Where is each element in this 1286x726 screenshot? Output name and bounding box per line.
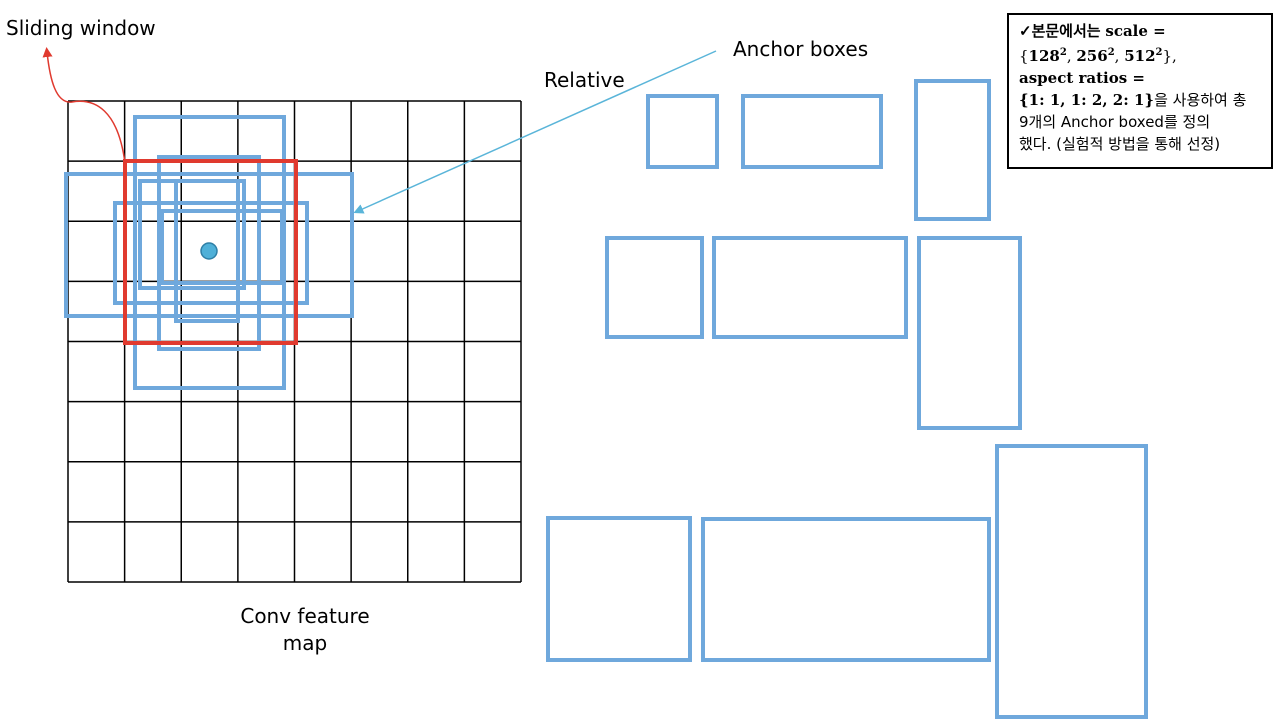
anchor-medium-2to1 [712, 236, 908, 339]
relative-label: Relative [544, 68, 625, 92]
sliding-window-label: Sliding window [6, 16, 156, 40]
note-scale-word: scale = [1105, 22, 1166, 40]
anchor-box-small-tall [174, 179, 240, 323]
anchor-box-large-wide [64, 172, 354, 318]
conv-label-line2: map [282, 631, 328, 655]
note-exp-2: 2 [1107, 47, 1115, 58]
anchor-box-medium-wide [113, 201, 309, 305]
sliding-window-arrow [42, 47, 126, 164]
anchor-small-2to1 [741, 94, 883, 169]
anchor-medium-1to2 [917, 236, 1022, 430]
anchor-box-medium-square [157, 155, 261, 351]
note-line-4: {1: 1, 1: 2, 2: 1}을 사용하여 총 [1019, 89, 1261, 111]
anchor-medium-1to1 [605, 236, 704, 339]
conv-label-line1: Conv feature [240, 604, 370, 628]
note-box: ✓본문에서는 scale = {1282, 2562, 5122}, aspec… [1007, 13, 1273, 169]
note-line-1: ✓본문에서는 scale = [1019, 20, 1261, 42]
anchor-box-small-square [138, 179, 246, 290]
checkmark-icon: ✓ [1019, 22, 1032, 40]
note-exp-1: 2 [1059, 47, 1067, 58]
note-line-5: 9개의 Anchor boxed를 정의 [1019, 113, 1211, 131]
anchor-small-1to1 [646, 94, 719, 169]
anchor-large-1to1 [546, 516, 692, 662]
note-aspect-values: {1: 1, 1: 2, 2: 1} [1019, 91, 1155, 109]
note-scale-v2: 256 [1076, 47, 1108, 65]
anchor-small-1to2 [914, 79, 991, 221]
note-scale-open: { [1019, 47, 1029, 65]
note-line-6: 했다. (실험적 방법을 통해 선정) [1019, 135, 1221, 153]
anchor-boxes-label: Anchor boxes [733, 37, 869, 61]
note-line-2: {1282, 2562, 5122}, [1019, 47, 1177, 65]
conv-feature-map-label: Conv feature map [205, 603, 405, 657]
anchor-box-small-wide [160, 209, 284, 285]
anchor-large-2to1 [701, 517, 991, 662]
anchor-box-shapes [546, 79, 1148, 719]
anchor-center-point [200, 242, 218, 260]
note-line-3: aspect ratios = [1019, 69, 1145, 87]
anchor-pointer-line [353, 50, 717, 214]
note-intro: 본문에서는 [1031, 22, 1101, 40]
note-aspect-suffix: 을 사용하여 총 [1154, 91, 1247, 109]
note-scale-close: }, [1162, 47, 1177, 65]
note-scale-v3: 512 [1124, 47, 1156, 65]
sliding-window-box [123, 159, 298, 345]
note-exp-3: 2 [1155, 47, 1163, 58]
anchor-boxes-overlay [64, 115, 354, 390]
note-scale-v1: 128 [1028, 47, 1060, 65]
anchor-large-1to2 [995, 444, 1148, 719]
